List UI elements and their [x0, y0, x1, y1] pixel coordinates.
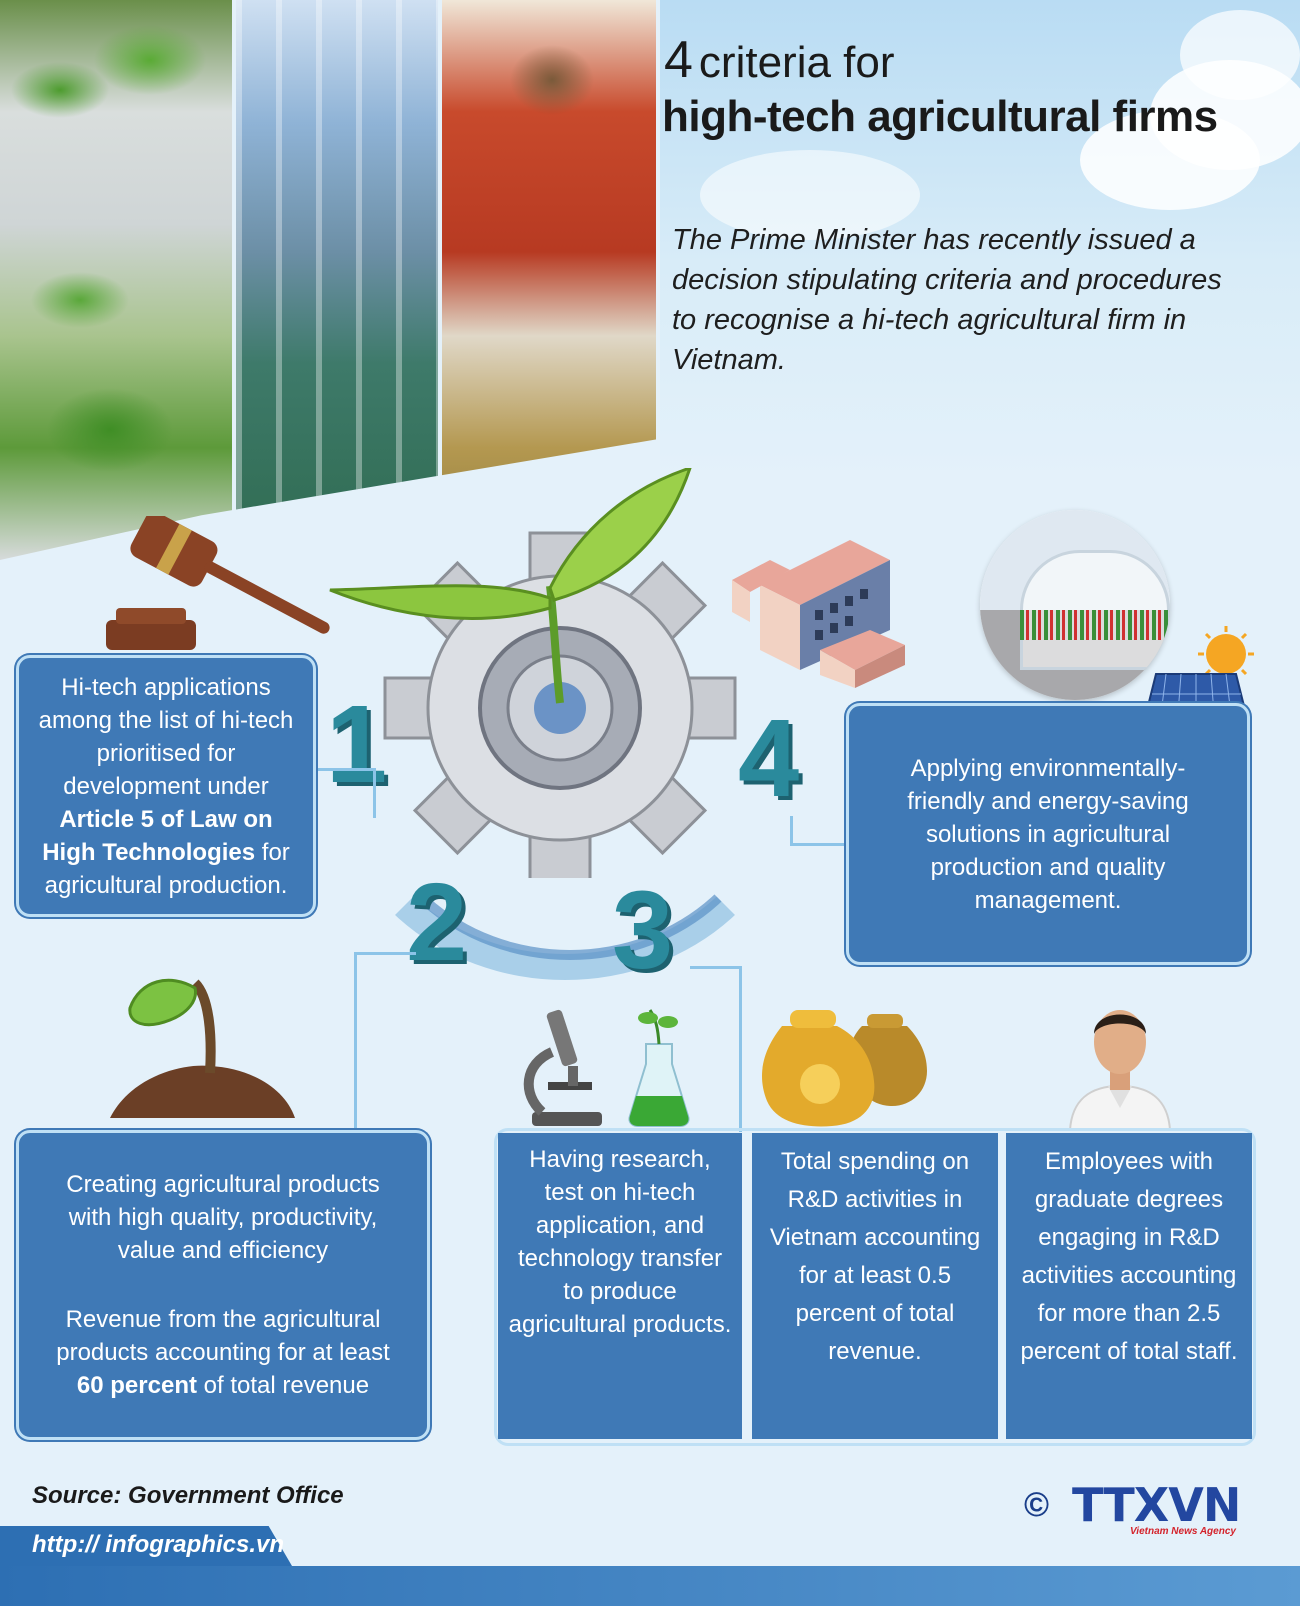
criterion-3-frame	[494, 1128, 1256, 1446]
cloud	[1080, 110, 1260, 210]
logo-wordmark: TTXVN	[1072, 1478, 1241, 1532]
criterion-2-para-2: Revenue from the agricultural products a…	[43, 1303, 403, 1402]
cloud	[1180, 10, 1300, 100]
aquaculture-photo	[236, 0, 438, 560]
title-line-2: high-tech agricultural firms	[662, 92, 1218, 141]
criterion-3-col-employees: Employees with graduate degrees engaging…	[1006, 1133, 1252, 1439]
criterion-number-1: 1	[326, 683, 388, 806]
title-line-1-text: criteria for	[698, 38, 895, 87]
photo-collage	[0, 0, 672, 560]
criterion-2-para-2-pre: Revenue from the agricultural products a…	[56, 1306, 390, 1366]
gear-sprout-icon	[329, 468, 737, 878]
hydroponic-photo	[0, 0, 232, 560]
criterion-4-box: Applying environmentally-friendly and en…	[846, 703, 1250, 965]
money-bags-icon	[762, 1010, 927, 1127]
criterion-1-text: Hi-tech applications among the list of h…	[33, 671, 299, 902]
greenhouse-icon	[980, 510, 1170, 700]
criterion-2-para-2-post: of total revenue	[196, 1372, 370, 1399]
criterion-2-para-1: Creating agricultural products with high…	[66, 1171, 380, 1264]
factory-icon	[732, 540, 905, 688]
cloud	[700, 150, 920, 240]
footer-strip	[0, 1566, 1300, 1606]
criterion-1-text-bold: Article 5 of Law on High Technologies	[42, 805, 273, 866]
flask-icon	[628, 1009, 690, 1127]
criterion-number-4: 4	[738, 697, 800, 820]
connector-4	[790, 816, 846, 846]
connector-1	[316, 768, 376, 818]
criterion-2-para-2-bold: 60 percent	[76, 1372, 197, 1399]
logo-subtitle: Vietnam News Agency	[1130, 1526, 1236, 1537]
criterion-1-text-pre: Hi-tech applications among the list of h…	[38, 673, 294, 800]
criterion-4-text: Applying environmentally-friendly and en…	[907, 754, 1189, 914]
connector-2	[354, 952, 416, 1130]
copyright-symbol: ©	[1024, 1486, 1050, 1524]
ttxvn-logo: © TTXVN Vietnam News Agency	[1024, 1478, 1244, 1540]
connector-3	[690, 966, 742, 1132]
criterion-3-col-research: Having research, test on hi-tech applica…	[498, 1133, 742, 1439]
employee-icon	[1068, 1010, 1172, 1130]
source-label: Source: Government Office	[32, 1482, 344, 1509]
title-number: 4	[664, 31, 693, 89]
criterion-1-text-post: for agricultural production.	[44, 838, 290, 899]
arc-inner	[360, 580, 780, 960]
seedling-icon	[110, 978, 295, 1118]
footer-url-background	[0, 1526, 292, 1566]
criterion-1-box: Hi-tech applications among the list of h…	[16, 655, 316, 917]
gavel-icon	[106, 516, 330, 650]
criterion-2-box: Creating agricultural products with high…	[16, 1130, 430, 1440]
criterion-number-3: 3	[612, 869, 674, 992]
criterion-number-2: 2	[406, 861, 468, 984]
microscope-icon	[523, 1009, 602, 1126]
footer-url-link[interactable]: http:// infographics.vn	[32, 1531, 284, 1558]
intro-text: The Prime Minister has recently issued a…	[672, 224, 1222, 376]
criterion-3-col-spending: Total spending on R&D activities in Viet…	[752, 1133, 998, 1439]
